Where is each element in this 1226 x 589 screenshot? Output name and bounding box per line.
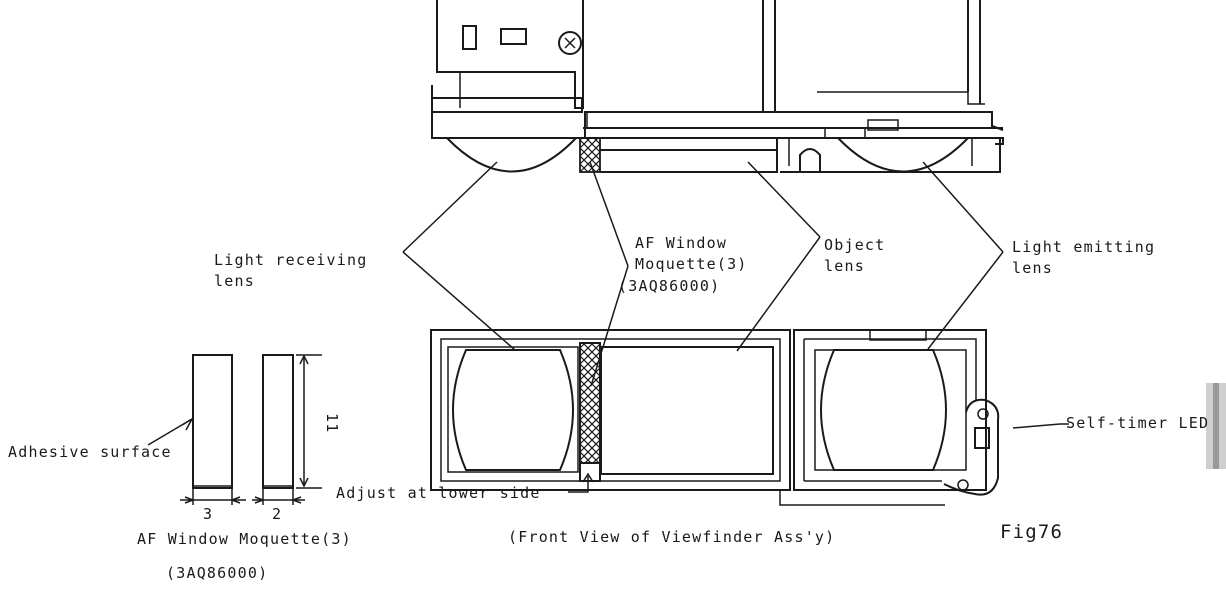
moquette-part-2mm [262,354,294,489]
light-emitting-lens-front [820,349,947,471]
adjust-label: Adjust at lower side [336,484,541,502]
part-drawing [180,354,322,505]
top-assembly [431,0,1004,173]
light-receiving-lens-top [446,137,577,173]
dim-width-3: 3 [203,505,213,523]
adhesive-label: Adhesive surface [8,443,172,461]
dim-width-2: 2 [272,505,282,523]
light-emitting-lens-top [837,137,969,173]
af-moquette-top [579,137,601,173]
object-lens-label-2: lens [824,257,865,275]
self-timer-label: Self-timer LED [1066,414,1209,432]
part-caption-2: (3AQ86000) [166,564,268,582]
af-window-label-1: AF Window [635,234,727,252]
light-receiving-label-1: Light receiving [214,251,367,269]
body-slot-icon [500,28,527,45]
light-emitting-label-1: Light emitting [1012,238,1155,256]
body-slot-icon [462,25,477,50]
object-lens-label-1: Object [824,236,885,254]
light-receiving-lens-front [447,346,579,473]
figure-number: Fig76 [1000,521,1063,543]
af-window-label-2: Moquette(3) [635,255,748,273]
front-view-caption: (Front View of Viewfinder Ass'y) [508,528,835,546]
af-moquette-front [579,342,601,464]
light-receiving-label-2: lens [214,272,255,290]
moquette-part-3mm [192,354,233,489]
light-emitting-label-2: lens [1012,259,1053,277]
front-view-assembly [430,329,1000,506]
object-lens-front [600,346,774,475]
screw-icon [558,31,582,55]
self-timer-led [943,398,1000,496]
leader-lines [147,161,1069,493]
dim-height-11: 11 [323,413,341,433]
part-caption-1: AF Window Moquette(3) [137,530,352,548]
af-window-label-3: (3AQ86000) [618,277,720,295]
